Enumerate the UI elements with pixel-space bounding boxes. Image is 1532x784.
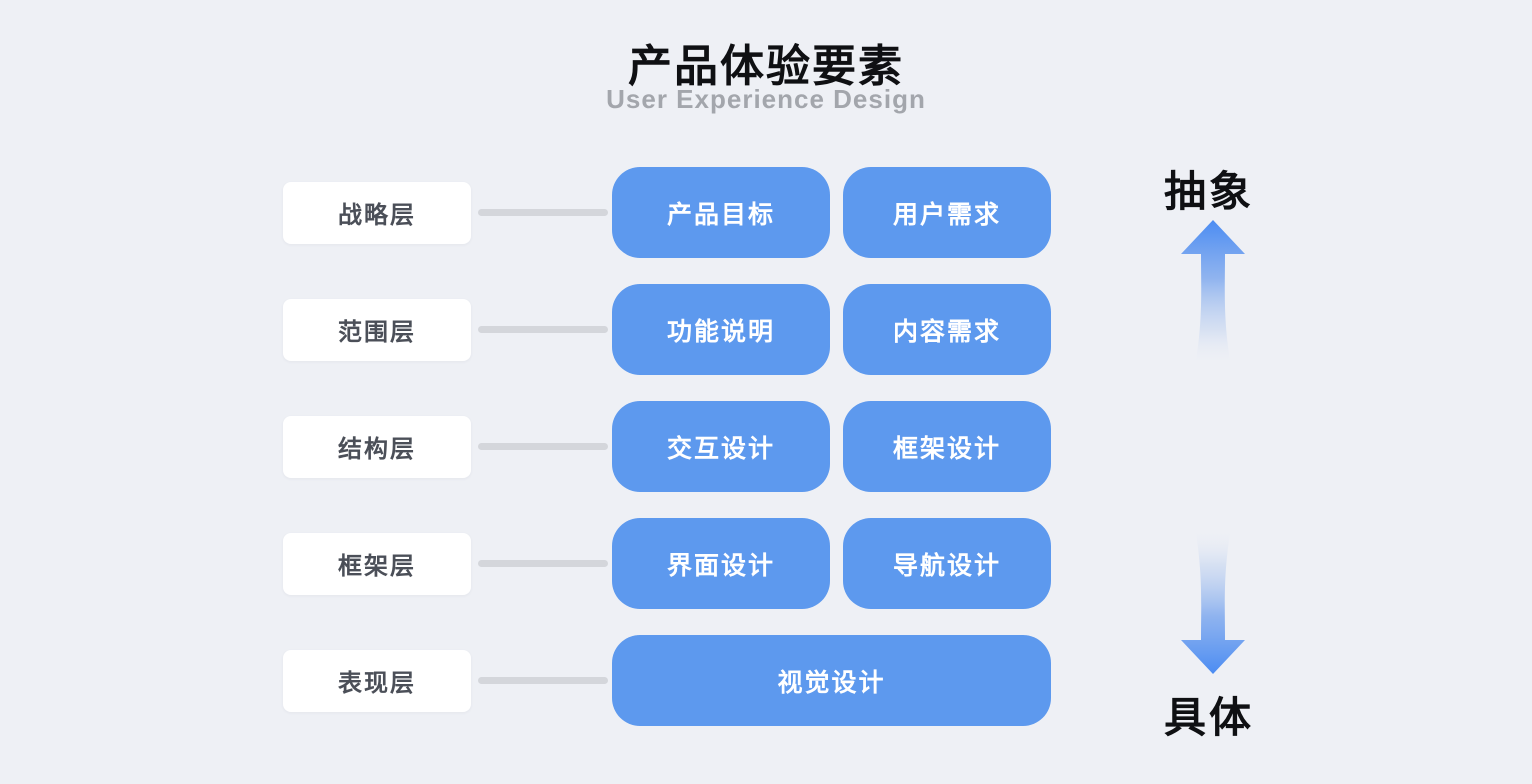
connector-line (478, 443, 608, 450)
layer-label: 范围层 (283, 298, 471, 361)
layer-label: 结构层 (283, 415, 471, 478)
layer-label: 战略层 (283, 181, 471, 244)
layer-row-strategy: 战略层 产品目标 用户需求 (283, 167, 1051, 258)
element-box: 产品目标 (612, 167, 830, 258)
element-box: 内容需求 (843, 284, 1051, 375)
layer-label: 表现层 (283, 649, 471, 712)
connector-line (478, 677, 608, 684)
element-box: 界面设计 (612, 518, 830, 609)
down-arrow-icon (1181, 528, 1245, 674)
layer-row-structure: 结构层 交互设计 框架设计 (283, 401, 1051, 492)
layer-row-scope: 范围层 功能说明 内容需求 (283, 284, 1051, 375)
layers-list: 战略层 产品目标 用户需求 范围层 功能说明 内容需求 结构层 交互设计 框架设… (283, 167, 1051, 726)
element-box: 视觉设计 (612, 635, 1051, 726)
layer-row-surface: 表现层 视觉设计 (283, 635, 1051, 726)
element-box: 功能说明 (612, 284, 830, 375)
element-box: 框架设计 (843, 401, 1051, 492)
connector-line (478, 560, 608, 567)
axis-label-abstract: 抽象 (1164, 168, 1255, 215)
axis-label-concrete: 具体 (1164, 694, 1255, 741)
page-subtitle: User Experience Design (606, 84, 926, 114)
layer-label: 框架层 (283, 532, 471, 595)
connector-line (478, 209, 608, 216)
element-box: 交互设计 (612, 401, 830, 492)
up-arrow-icon (1181, 220, 1245, 366)
element-box: 导航设计 (843, 518, 1051, 609)
layer-row-skeleton: 框架层 界面设计 导航设计 (283, 518, 1051, 609)
connector-line (478, 326, 608, 333)
element-box: 用户需求 (843, 167, 1051, 258)
page-title: 产品体验要素 (628, 42, 904, 91)
